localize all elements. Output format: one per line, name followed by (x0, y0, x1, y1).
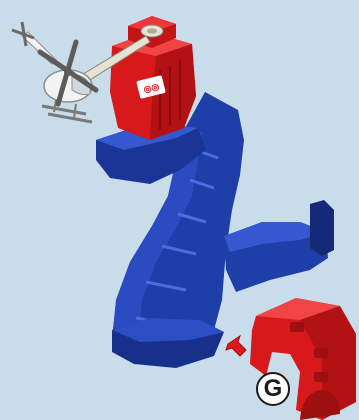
direction-arrow-icon (226, 336, 246, 356)
red-control-tower: ◎◎ (110, 16, 196, 140)
step-letter-badge: G (256, 372, 290, 406)
helicopter-icon (12, 22, 96, 122)
